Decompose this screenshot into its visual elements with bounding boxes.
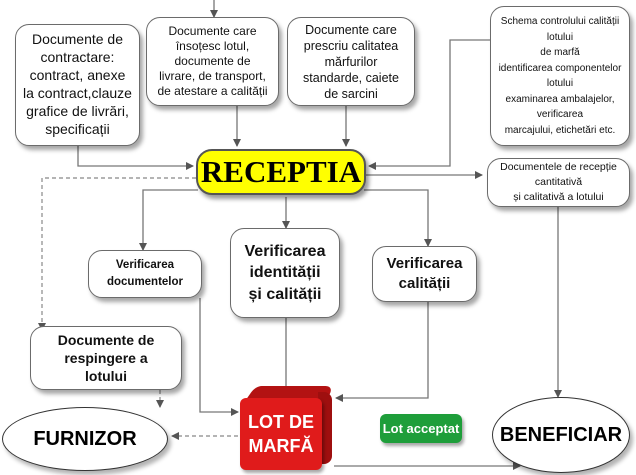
supplier-label: FURNIZOR [33, 427, 137, 450]
beneficiary-label: BENEFICIAR [499, 423, 623, 446]
contracting-documents-box: Documente de contractare: contract, anex… [15, 24, 140, 146]
verify-documents-box: Verificarea documentelor [88, 250, 202, 298]
reception-documents-text: Documentele de recepție cantitativă și c… [500, 161, 617, 203]
quality-control-scheme-box: Schema controlului calității lotului de … [490, 6, 630, 146]
beneficiary-oval: BENEFICIAR [492, 397, 630, 473]
verify-documents-text: Verificarea documentelor [106, 258, 184, 288]
accompanying-documents-text: Documente care însoțesc lotul, documente… [157, 24, 268, 98]
reception-documents-box: Documentele de recepție cantitativă și c… [487, 158, 630, 207]
reception-title: RECEPTIA [200, 154, 362, 189]
reception-box: RECEPTIA [196, 149, 366, 195]
verify-quality-box: Verificarea calității [372, 246, 477, 302]
goods-lot-block: LOT DE MARFĂ [240, 384, 336, 470]
lot-accepted-badge: Lot acceptat [380, 414, 462, 443]
arrow-scheme-reception [368, 39, 490, 170]
rejection-documents-text: Documente de respingere a lotului [57, 331, 155, 385]
arrow-reception-check-docs [139, 189, 198, 251]
verify-quality-text: Verificarea calității [386, 254, 463, 292]
arrow-quality-lot [335, 302, 429, 402]
lot-accepted-label: Lot acceptat [382, 421, 460, 436]
arrow-contract-reception [77, 146, 194, 170]
arrow-reception-check-quality [364, 189, 432, 247]
rejection-documents-box: Documente de respingere a lotului [30, 326, 182, 390]
prescribing-documents-box: Documente care prescriu calitatea mărfur… [287, 17, 415, 106]
accompanying-documents-box: Documente care însoțesc lotul, documente… [146, 17, 279, 106]
arrow-reception-rejection [38, 177, 196, 331]
goods-lot-label: LOT DE MARFĂ [240, 398, 322, 470]
supplier-oval: FURNIZOR [2, 407, 168, 471]
contracting-documents-text: Documente de contractare: contract, anex… [23, 31, 132, 137]
verify-identity-quality-text: Verificarea identității și calității [244, 242, 326, 303]
verify-identity-quality-box: Verificarea identității și calității [230, 228, 340, 318]
arrow-check-docs-lot [199, 298, 239, 416]
prescribing-documents-text: Documente care prescriu calitatea mărfur… [303, 22, 399, 101]
quality-control-scheme-text: Schema controlului calității lotului de … [498, 16, 622, 136]
